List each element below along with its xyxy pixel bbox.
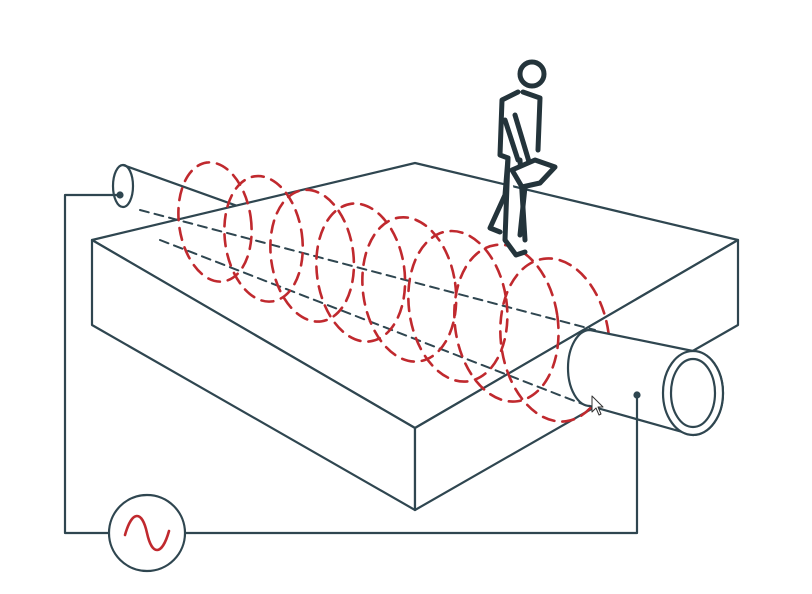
field-ring	[315, 202, 407, 343]
person-with-locator-icon	[487, 59, 558, 258]
field-ring	[177, 161, 253, 283]
mouse-cursor-icon	[591, 395, 604, 416]
pipe-right-segment	[566, 328, 725, 437]
field-ring	[453, 243, 560, 403]
ground-block	[90, 161, 740, 512]
field-ring	[407, 229, 509, 383]
pipe-hidden-centerline	[139, 209, 596, 406]
field-ring	[223, 174, 305, 303]
circuit-wire	[63, 191, 641, 535]
field-ring	[269, 188, 356, 323]
ac-signal-source-icon	[107, 493, 187, 573]
field-ring	[361, 215, 458, 363]
field-ring	[499, 257, 611, 423]
magnetic-field-rings	[177, 161, 611, 423]
